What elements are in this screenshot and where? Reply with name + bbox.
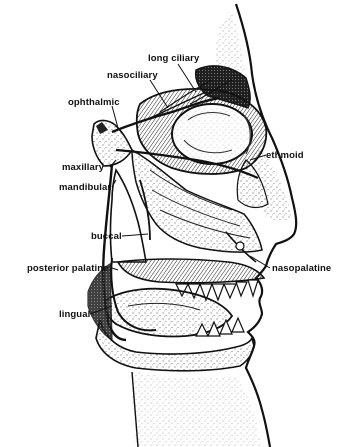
label-ethmoid: ethmoid: [266, 151, 304, 161]
hard-palate: [118, 259, 264, 283]
label-maxillary: maxillary: [62, 163, 104, 173]
label-buccal: buccal: [91, 232, 122, 242]
label-mandibular: mandibular: [59, 183, 111, 193]
neck: [130, 370, 262, 447]
label-posterior-palatine: posterior palatine: [27, 264, 109, 274]
label-nasociliary: nasociliary: [107, 71, 158, 81]
label-ophthalmic: ophthalmic: [68, 98, 120, 108]
label-long-ciliary: long ciliary: [148, 54, 199, 64]
label-lingual: lingual: [59, 310, 90, 320]
label-nasopalatine: nasopalatine: [272, 264, 331, 274]
